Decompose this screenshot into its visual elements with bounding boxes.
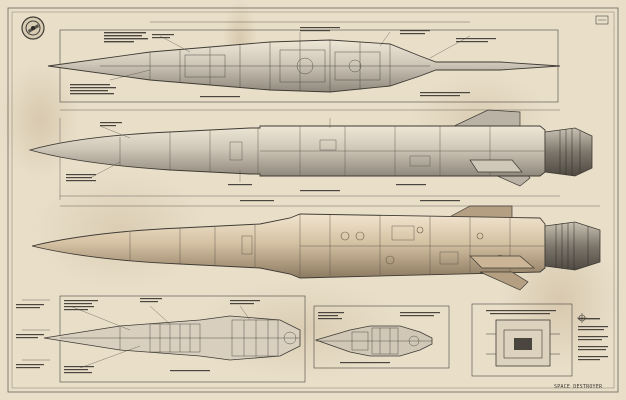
footer-label: SPACE DESTROYER (554, 384, 603, 390)
satellite-emblem-icon (21, 16, 45, 40)
sheet-number-box (595, 15, 609, 25)
crosshair-icon (577, 313, 587, 323)
cutaway-view-top (47, 21, 561, 111)
side-view-middle (28, 109, 593, 200)
sheet-border (7, 7, 619, 393)
side-view-large (31, 200, 601, 291)
schematic-panel (471, 303, 573, 377)
spec-text-block (578, 318, 608, 361)
cutaway-detail-bottom-left (16, 295, 306, 383)
annotation-text-marks (70, 27, 496, 98)
cutaway-detail-bottom-middle (313, 305, 450, 369)
